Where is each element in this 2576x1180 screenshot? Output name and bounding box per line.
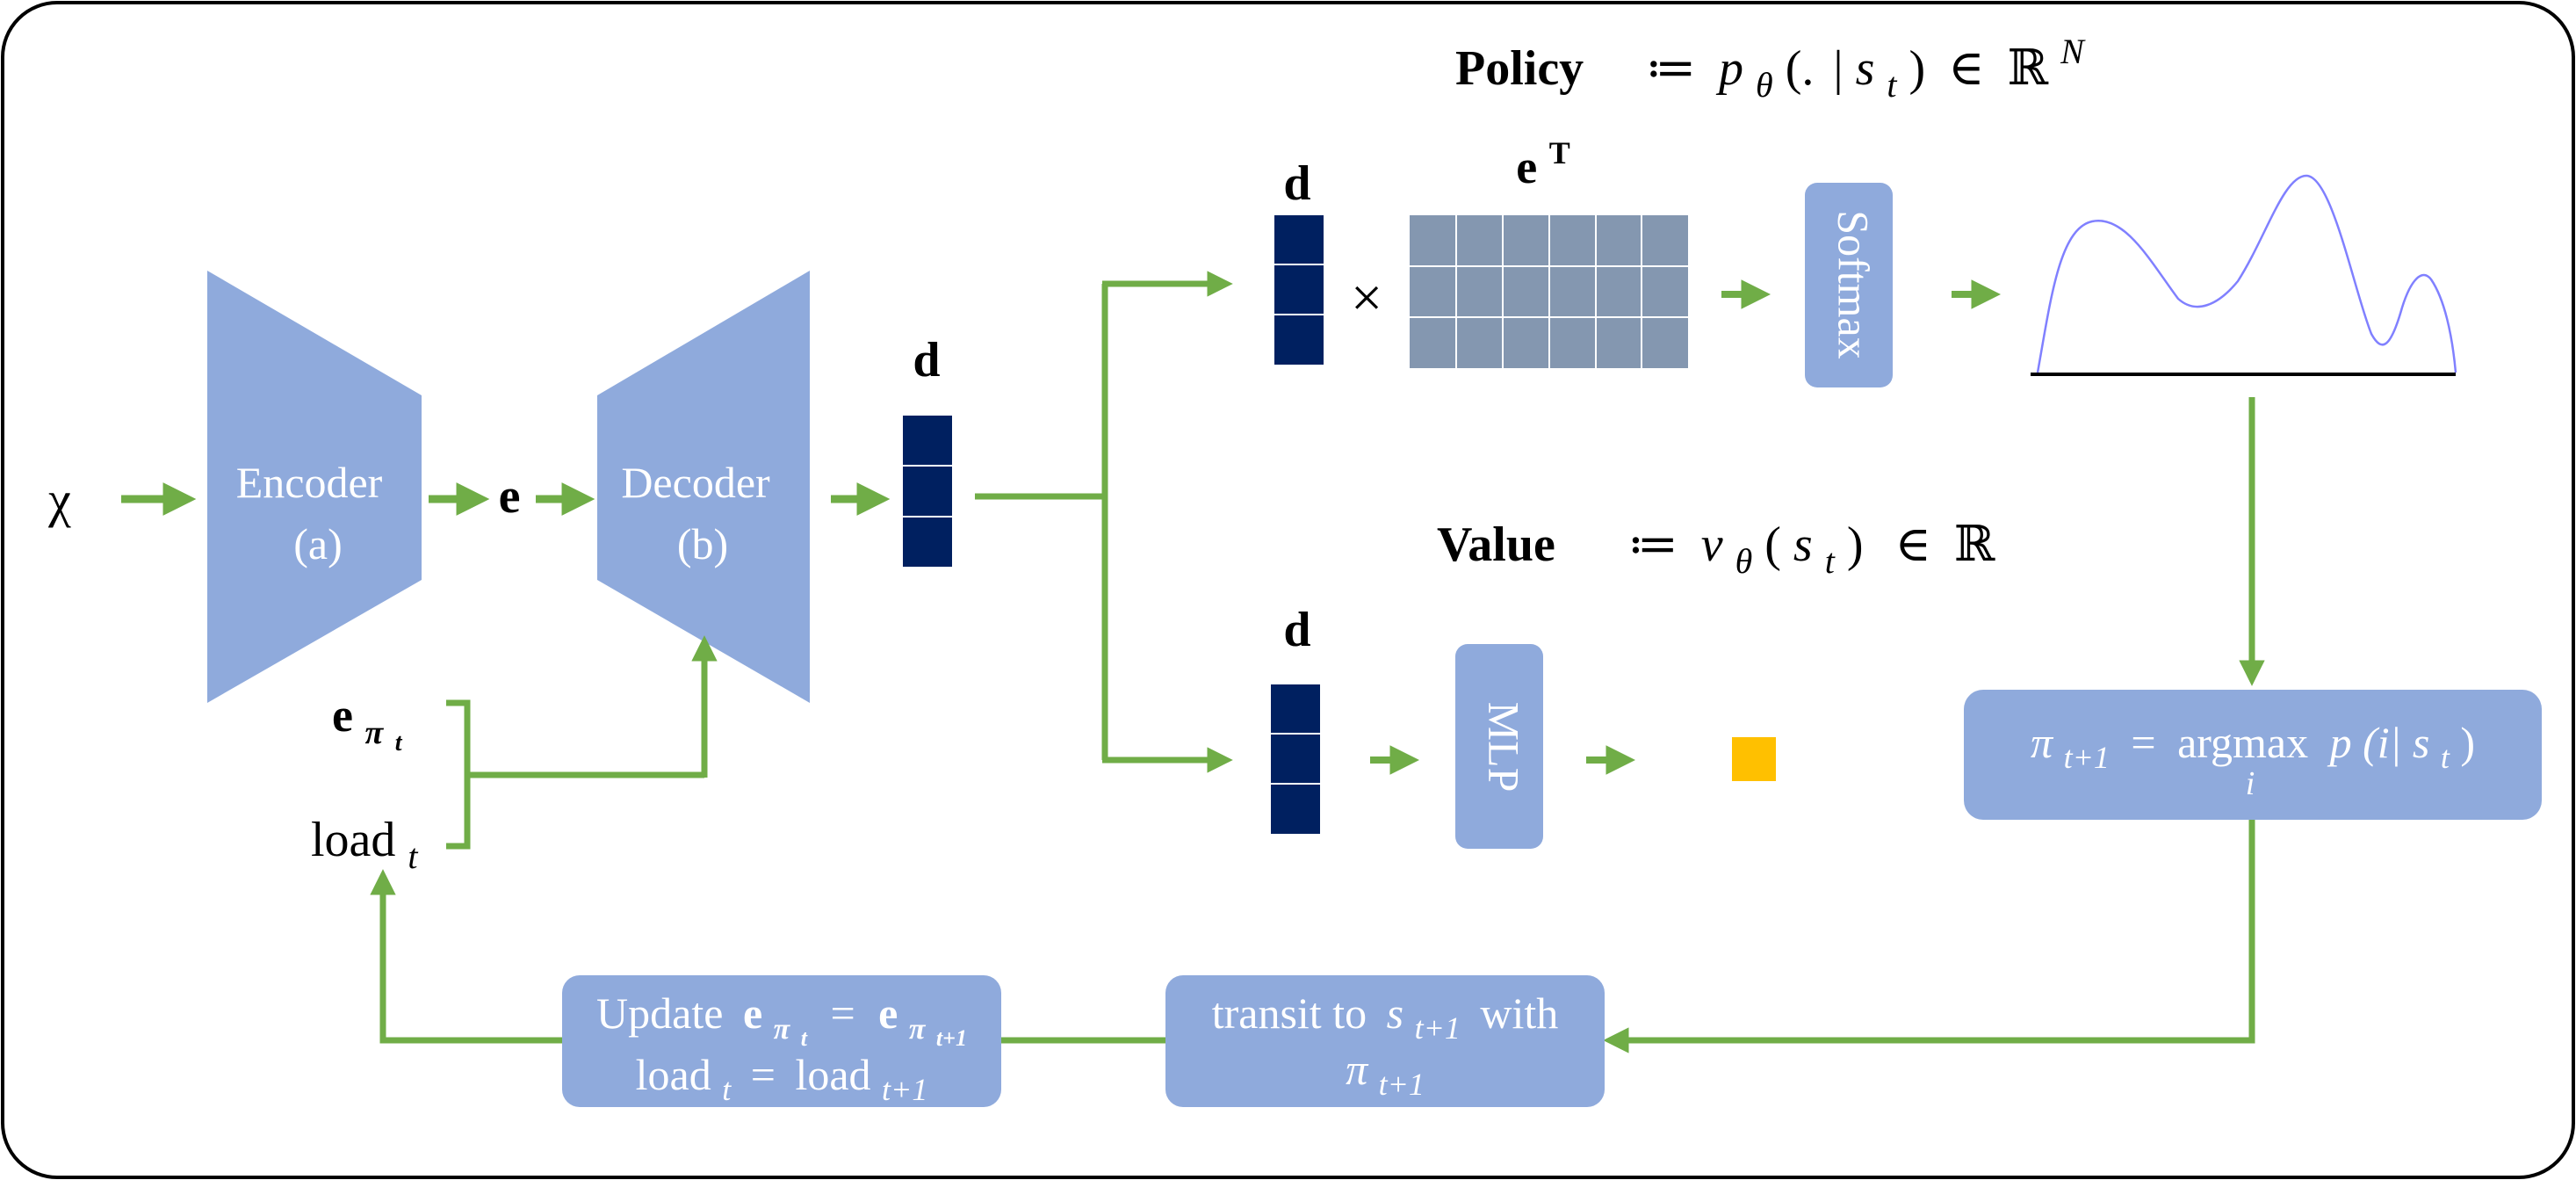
d-vector-policy xyxy=(1274,215,1324,365)
eT-matrix xyxy=(1410,215,1688,368)
times-symbol: × xyxy=(1351,266,1382,329)
encoder-tag: (a) xyxy=(293,519,343,568)
eT-label: e T xyxy=(1516,135,1569,193)
transit-line1: transit to s t+1 with xyxy=(1212,988,1559,1048)
argmax-box xyxy=(1964,690,2542,820)
update-line1: Update e π t = e π t+1 xyxy=(596,988,967,1055)
softmax-label: Softmax xyxy=(1829,210,1879,358)
mlp-box xyxy=(1455,644,1543,849)
decoder-tag: (b) xyxy=(677,519,728,568)
value-formula: Value ≔ v θ ( s t ) ∈ ℝ xyxy=(1437,518,1996,584)
decoder-label: Decoder xyxy=(621,458,770,507)
input-e-pi-t: e π t xyxy=(332,689,403,757)
d-label-value: d xyxy=(1283,603,1310,657)
input-load-t: load t xyxy=(311,813,418,876)
d-vector-center xyxy=(903,416,952,567)
value-output xyxy=(1732,737,1776,781)
d-vector-value xyxy=(1271,684,1320,834)
decoder-block xyxy=(597,271,810,703)
update-box xyxy=(562,975,1001,1107)
input-bracket xyxy=(446,699,704,850)
arrow-argmax-transit xyxy=(1603,820,2255,1053)
transit-box xyxy=(1165,975,1605,1107)
argmax-under: i xyxy=(2246,765,2255,802)
policy-formula: Policy ≔ p θ (. | s t ) ∈ ℝ N xyxy=(1455,32,2086,108)
policy-distribution xyxy=(2031,174,2457,376)
input-chi: χ xyxy=(47,471,71,528)
encoder-label: Encoder xyxy=(236,458,383,507)
encoder-block xyxy=(207,271,422,703)
arrow-update-load xyxy=(370,869,562,1044)
update-line2: load t = load t+1 xyxy=(636,1050,928,1110)
branch-connector xyxy=(975,284,1108,760)
softmax-box xyxy=(1805,183,1893,387)
transit-line2: π t+1 xyxy=(1346,1045,1425,1102)
embedding-e: e xyxy=(499,469,521,524)
d-label-policy: d xyxy=(1283,156,1310,211)
mlp-label: MLP xyxy=(1480,702,1529,793)
argmax-formula: π t+1 = argmax p (i| s t ) xyxy=(2031,718,2475,778)
d-label-center: d xyxy=(913,333,940,387)
